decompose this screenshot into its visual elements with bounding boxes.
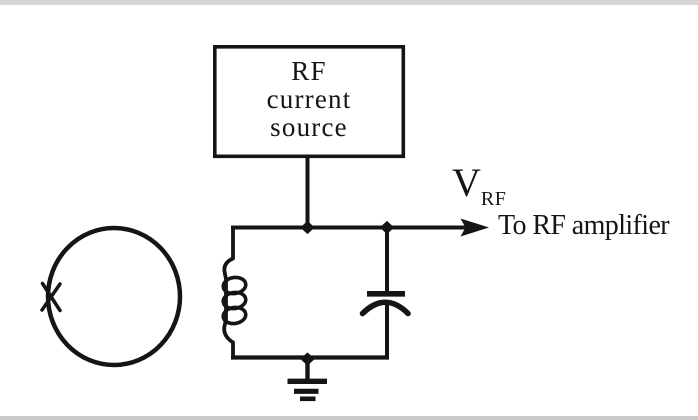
scan-strip-top [0,0,698,5]
junction-dot [300,220,315,235]
voltage-subscript: RF [480,188,507,210]
output-voltage-label: VRF [452,160,506,210]
pickup-loop-icon [45,225,183,368]
output-destination-label: To RF amplifier [498,210,670,241]
coil-loop [221,305,248,326]
junction-dot [300,352,315,366]
output-arrowhead-icon [460,218,489,237]
voltage-symbol: V [452,160,481,205]
inductor-branch-wire [222,225,235,358]
ground-icon [287,357,327,402]
x-mark-icon [40,281,62,313]
inductor-coil-icon [221,275,248,326]
junction-dot [379,220,395,235]
scan-strip-bottom [0,416,698,420]
rf-source-label: RF current source [266,56,352,142]
